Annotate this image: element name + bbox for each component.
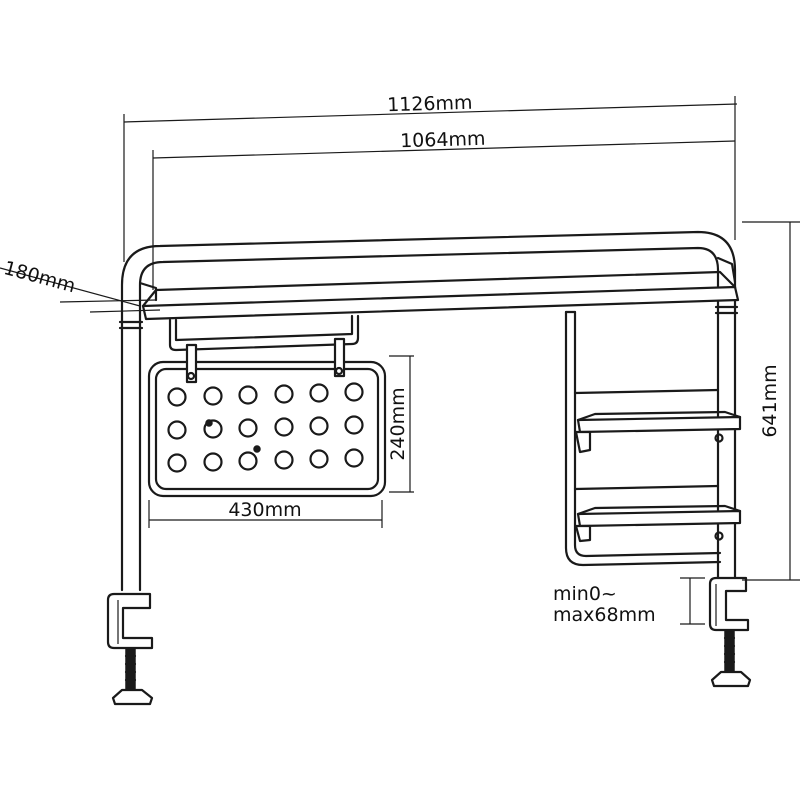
left-clamp: [106, 592, 154, 706]
right-clamp: [708, 576, 752, 688]
pegboard-height-label: 240mm: [387, 387, 409, 460]
shelf-frame: [118, 230, 739, 592]
top-shelf: [141, 270, 740, 321]
pegboard: [147, 337, 387, 498]
pegboard-holes: [167, 382, 364, 473]
depth-label: 180mm: [1, 257, 77, 297]
inner-width-label: 1064mm: [400, 128, 486, 153]
pegboard-width-label: 430mm: [228, 499, 301, 521]
hanging-rail: [168, 314, 360, 352]
clamp-range-max-label: max68mm: [553, 604, 656, 626]
height-label: 641mm: [759, 364, 781, 437]
side-rack: [564, 310, 742, 567]
dimension-lines: [0, 96, 800, 625]
overall-width-label: 1126mm: [387, 92, 473, 117]
clamp-range-min-label: min0~: [553, 583, 617, 605]
